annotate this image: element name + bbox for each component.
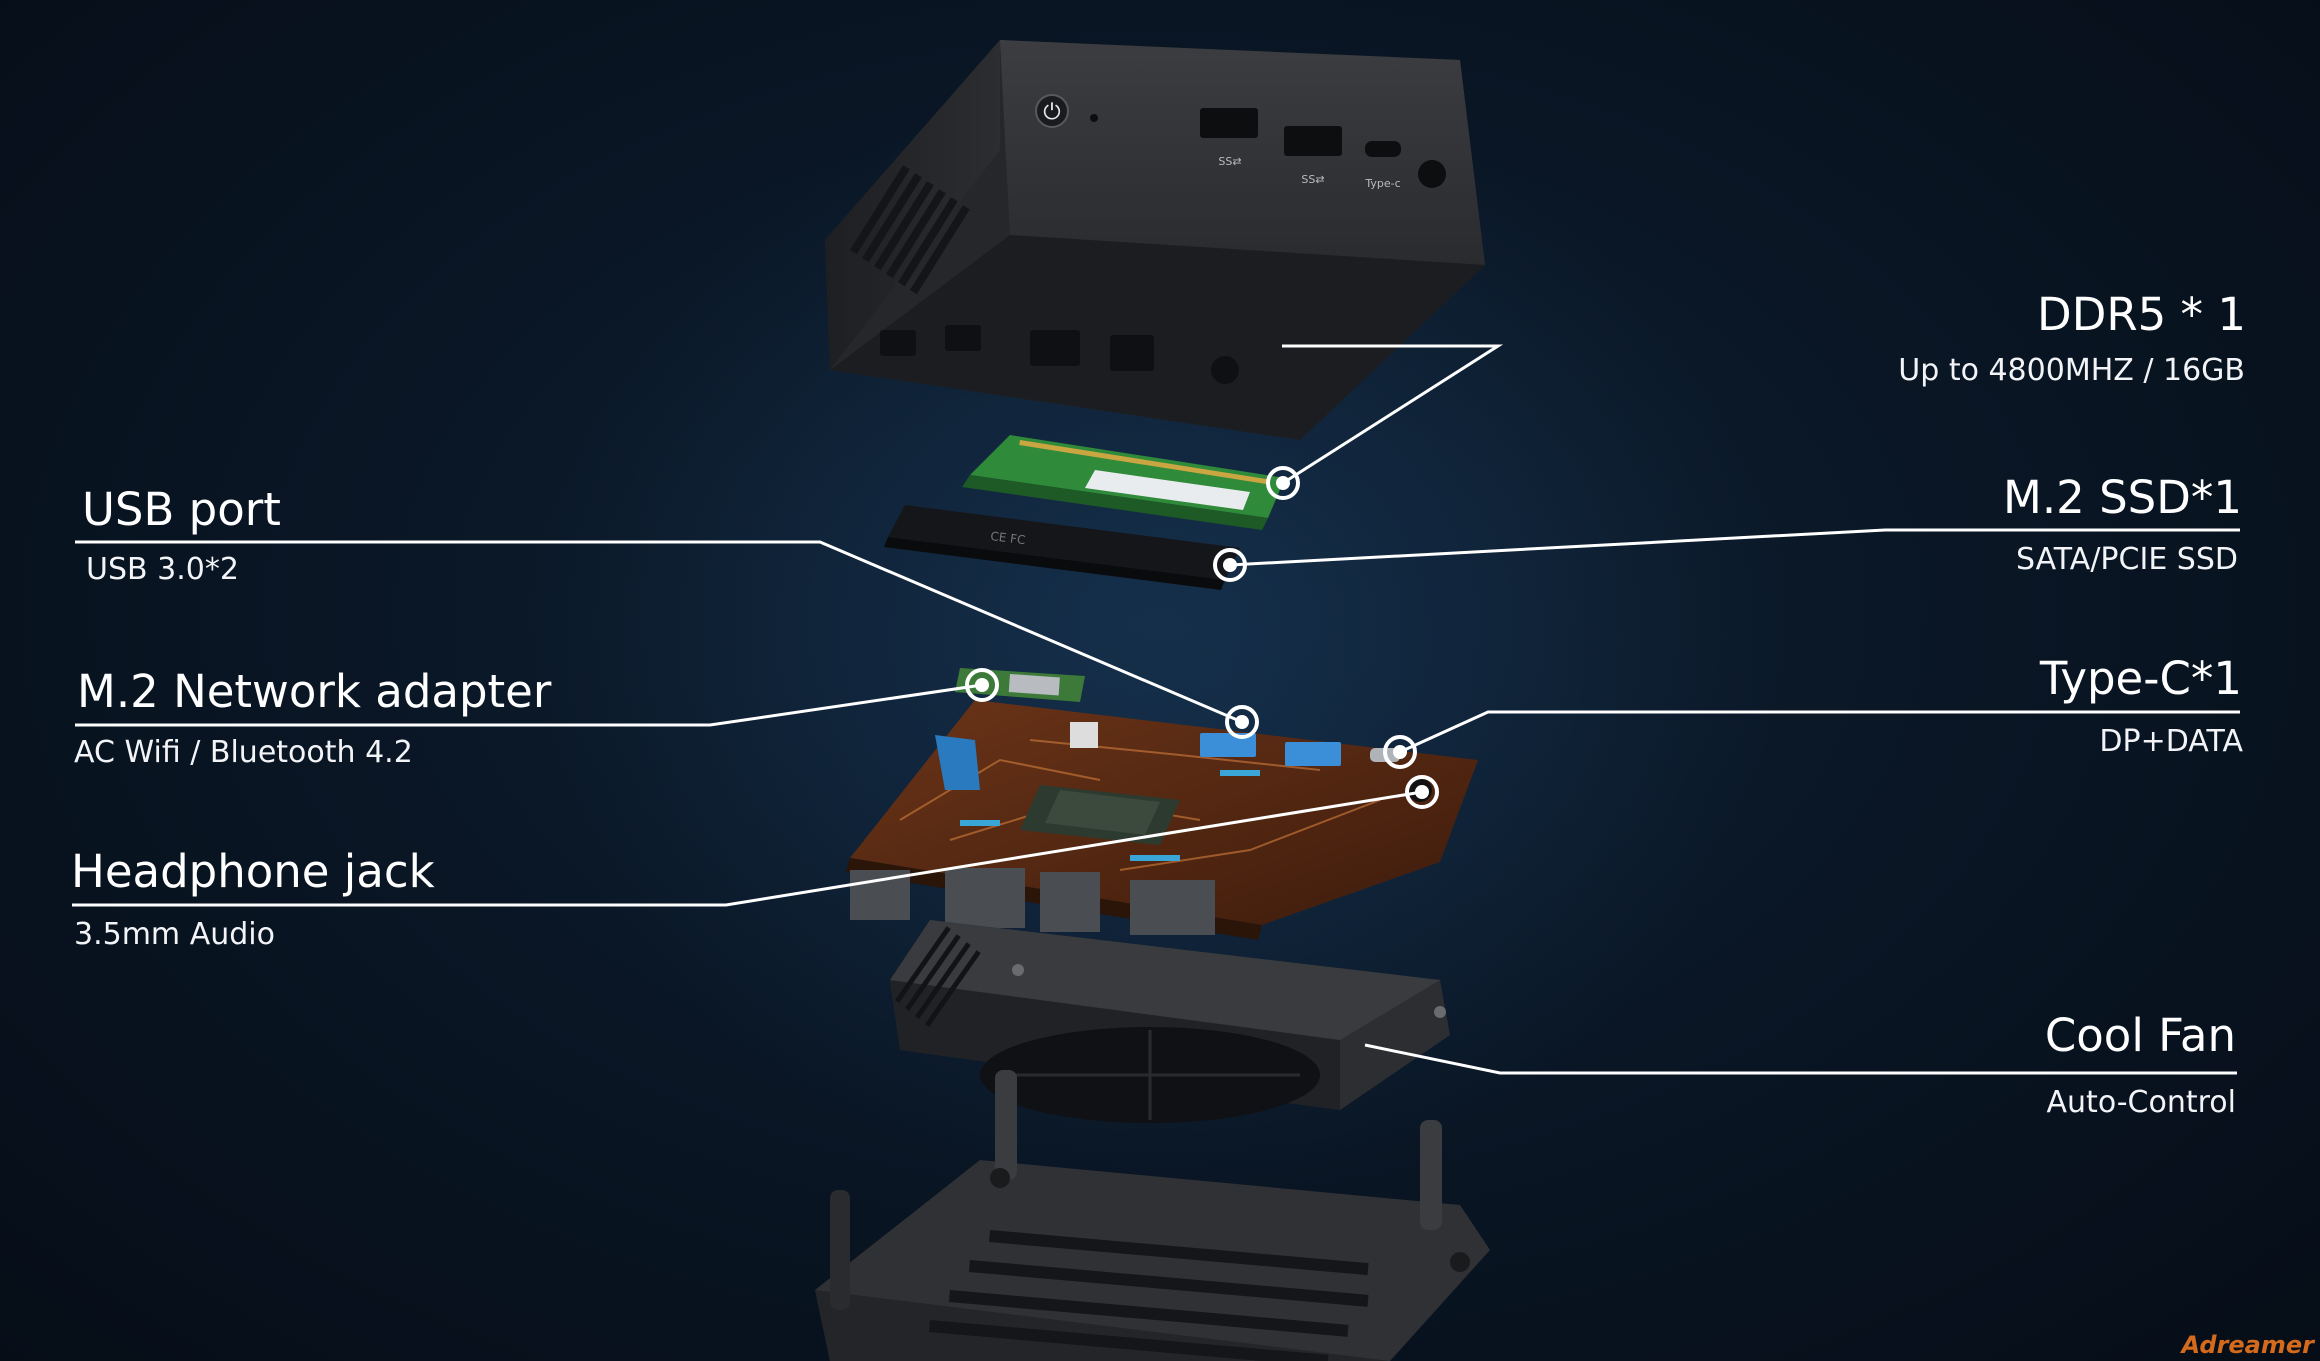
fan-housing [890,920,1450,1123]
network-card [955,668,1085,702]
typec-leader-line [1399,710,2240,754]
typec-subtitle: DP+DATA [2099,724,2243,759]
fan-callout: Cool Fan [2045,1013,2236,1058]
ssd-callout-sub: SATA/PCIE SSD [2016,545,2238,575]
ddr5-callout: DDR5 * 1 [2037,292,2246,337]
network-callout-sub: AC Wifi / Bluetooth 4.2 [74,738,413,768]
typec-callout-sub: DP+DATA [2099,727,2243,757]
fan-subtitle: Auto-Control [2046,1085,2236,1120]
watermark-logo: Adreamer [2181,1331,2314,1359]
usb-leader-line [75,540,1243,724]
leader-lines [72,344,2240,1075]
network-marker-dot [965,668,999,702]
fan-title: Cool Fan [2044,1009,2236,1062]
typec-callout: Type-C*1 [2040,656,2242,701]
motherboard [846,700,1478,940]
typec-title: Type-C*1 [2039,652,2242,705]
fan-callout-sub: Auto-Control [2047,1088,2236,1118]
ssd-module: CE FC [884,505,1240,590]
headphone-subtitle: 3.5mm Audio [74,917,275,952]
headphone-marker-dot [1405,775,1439,809]
svg-text:CE FC: CE FC [990,529,1027,547]
network-subtitle: AC Wifi / Bluetooth 4.2 [74,735,413,770]
ddr5-title: DDR5 * 1 [2037,288,2246,341]
ssd-title: M.2 SSD*1 [2003,471,2242,524]
ddr5-marker-dot [1266,466,1300,500]
usb-marker-dot [1225,705,1259,739]
ram-module [962,435,1285,530]
rear-cutouts [880,325,1239,384]
shell-side-vents [849,165,970,295]
ssd-subtitle: SATA/PCIE SSD [2016,542,2238,577]
ssd-callout: M.2 SSD*1 [2003,475,2242,520]
svg-text:Type-c: Type-c [1364,177,1400,190]
network-title: M.2 Network adapter [77,665,552,718]
network-leader-line [75,683,983,727]
headphone-callout-sub: 3.5mm Audio [74,920,275,950]
ssd-marker-dot [1213,548,1247,582]
headphone-leader-line [72,790,1423,907]
usb-callout: USB port [82,487,281,532]
base-plate [815,1070,1490,1361]
usb-title: USB port [82,483,281,536]
ssd-leader-line [1229,528,2240,567]
usb-subtitle: USB 3.0*2 [86,552,239,587]
fan-leader-line [1364,1043,2237,1075]
front-ports: ⏻ SS⇄ SS⇄ Type-c [1035,94,1446,190]
marker-dots [965,466,1439,809]
network-callout: M.2 Network adapter [77,669,551,714]
power-icon: ⏻ [1043,100,1060,125]
headphone-title: Headphone jack [71,845,435,898]
headphone-callout: Headphone jack [71,849,435,894]
top-shell: ⏻ SS⇄ SS⇄ Type-c [825,40,1485,440]
ddr5-callout-sub: Up to 4800MHZ / 16GB [1898,356,2245,386]
ddr5-leader-line [1282,344,1504,485]
usb-callout-sub: USB 3.0*2 [86,555,239,585]
ddr5-subtitle: Up to 4800MHZ / 16GB [1898,353,2245,388]
typec-marker-dot [1383,735,1417,769]
svg-text:SS⇄: SS⇄ [1301,173,1324,186]
svg-text:SS⇄: SS⇄ [1218,155,1241,168]
